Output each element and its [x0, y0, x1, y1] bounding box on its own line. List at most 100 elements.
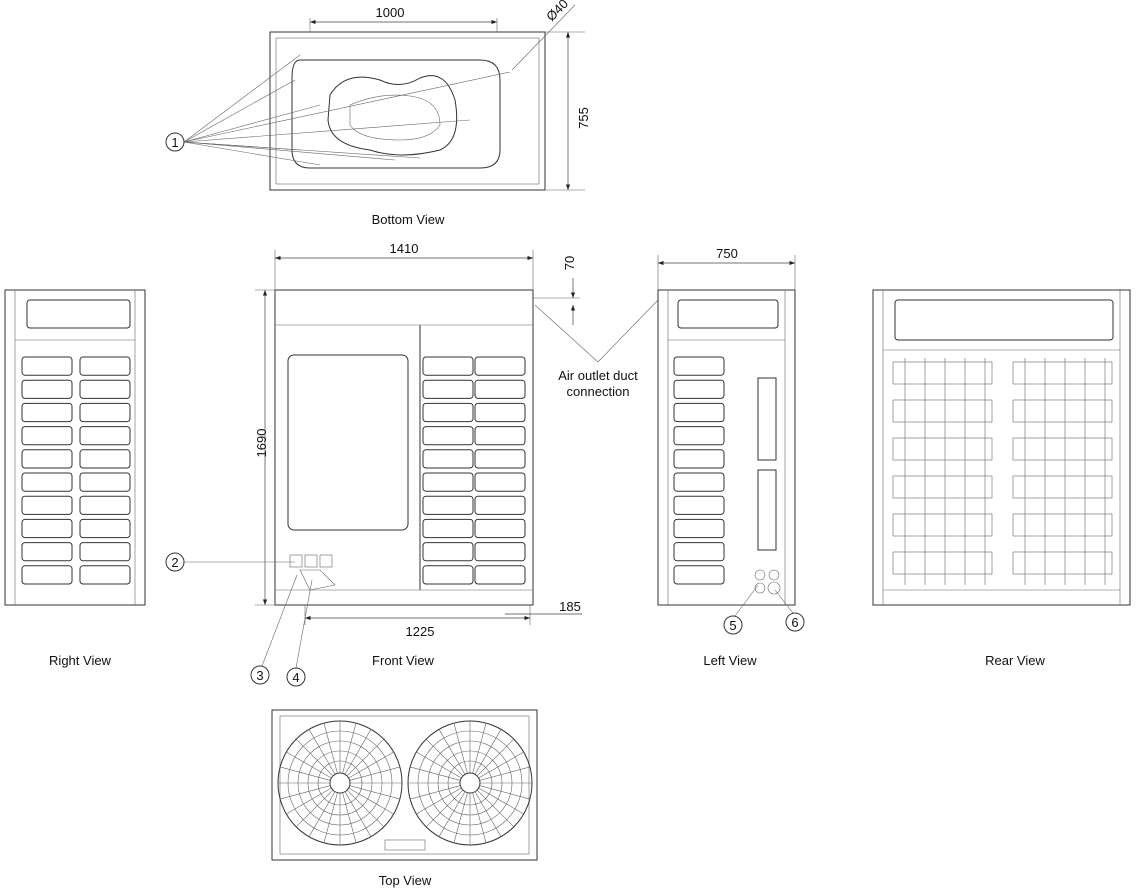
label-top-view: Top View — [379, 873, 432, 888]
fan-guard-spoke — [474, 729, 502, 775]
grille-slat — [21, 426, 73, 446]
guard-bar — [892, 513, 993, 537]
fan-guard-spoke — [342, 792, 357, 843]
grille-slat — [474, 565, 526, 585]
grille-slat — [474, 518, 526, 539]
grille-slat — [474, 379, 526, 399]
fan-guard-spoke — [295, 738, 334, 777]
grille-slat — [422, 472, 474, 492]
dim-base-span: 1225 — [406, 624, 435, 639]
annotation-duct-line2: connection — [567, 384, 630, 399]
fan-guard-spoke — [438, 729, 466, 775]
front-view: 1410 1690 70 Air outlet duct connection … — [165, 241, 659, 687]
callout-6: 6 — [791, 615, 798, 630]
fan-guard-spoke — [308, 729, 336, 775]
grille-slat — [21, 379, 73, 399]
fan-guard-spoke — [479, 766, 530, 781]
fan-guard-spoke — [476, 789, 515, 828]
leader-line — [183, 71, 511, 143]
grille-slat — [422, 565, 474, 585]
dim-bottom-width: 1000 — [376, 5, 405, 20]
grille-slat — [673, 449, 725, 469]
fan-guard-spoke — [474, 791, 502, 837]
callout-2: 2 — [171, 555, 178, 570]
grille-slat — [79, 495, 131, 515]
dim-hole-diameter: Ø40 — [543, 0, 571, 24]
fan-guard-spoke — [476, 738, 515, 777]
grille-slat — [21, 449, 73, 469]
leader-line — [183, 104, 321, 143]
grille-slat — [474, 402, 526, 423]
grille-slat — [673, 565, 725, 585]
dim-side-depth: 750 — [716, 246, 738, 261]
fan-guard-spoke — [349, 785, 400, 800]
fan-guard-spoke — [438, 791, 466, 837]
label-bottom-view: Bottom View — [372, 212, 445, 227]
fan-guard-spoke — [472, 723, 487, 774]
fan-guard-spoke — [280, 785, 331, 800]
grille-slat — [474, 356, 526, 376]
left-view: 750 5 6 Left View — [657, 246, 805, 668]
grille-slat — [422, 356, 474, 376]
dim-duct-offset: 70 — [562, 256, 577, 270]
fan-guard-spoke — [342, 723, 357, 774]
grille-slat — [673, 518, 725, 539]
guard-bar — [892, 361, 993, 385]
grille-slat — [422, 518, 474, 539]
grille-slat — [21, 542, 73, 562]
leader-line — [183, 141, 421, 159]
grille-slat — [673, 542, 725, 562]
grille-slat — [79, 518, 131, 539]
fan-guard-spoke — [344, 791, 372, 837]
grille-slat — [474, 426, 526, 446]
guard-bar — [1012, 361, 1113, 385]
fan-guard-spoke — [323, 792, 338, 843]
grille-slat — [422, 402, 474, 423]
grille-slat — [673, 472, 725, 492]
fan-guard-spoke — [478, 787, 524, 815]
fan-guard-spoke — [410, 785, 461, 800]
fan-guard-spoke — [348, 751, 394, 779]
grille-slat — [422, 542, 474, 562]
fan-guard-spoke — [478, 751, 524, 779]
fan-guard-spoke — [346, 738, 385, 777]
callout-4: 4 — [292, 670, 299, 685]
dim-front-height: 1690 — [254, 429, 269, 458]
fan-guard-spoke — [453, 792, 468, 843]
grille-slat — [21, 472, 73, 492]
grille-slat — [79, 402, 131, 423]
fan-guard-spoke — [425, 789, 464, 828]
dim-front-width: 1410 — [390, 241, 419, 256]
grille-slat — [79, 542, 131, 562]
fan-guard-spoke — [295, 789, 334, 828]
annotation-duct-line1: Air outlet duct — [558, 368, 638, 383]
fan-guard-spoke — [286, 787, 332, 815]
grille-slat — [474, 449, 526, 469]
leader-line — [183, 54, 301, 143]
guard-bar — [1012, 437, 1113, 461]
fan-hub — [329, 772, 351, 794]
fan-guard-spoke — [416, 787, 462, 815]
grille-slat — [673, 379, 725, 399]
label-right-view: Right View — [49, 653, 112, 668]
grille-slat — [21, 565, 73, 585]
guard-bar — [1012, 513, 1113, 537]
grille-slat — [79, 565, 131, 585]
grille-slat — [79, 356, 131, 376]
guard-bar — [892, 551, 993, 575]
bottom-view: 1000 Ø40 755 1 Bottom View — [165, 0, 591, 227]
grille-slat — [79, 426, 131, 446]
guard-bar — [892, 437, 993, 461]
dim-bottom-depth: 755 — [576, 107, 591, 129]
label-front-view: Front View — [372, 653, 435, 668]
grille-slat — [474, 542, 526, 562]
fan-guard-spoke — [323, 723, 338, 774]
fan-guard-spoke — [410, 766, 461, 781]
fan-guard-spoke — [349, 766, 400, 781]
grille-slat — [79, 379, 131, 399]
fan-guard-spoke — [280, 766, 331, 781]
right-view: Right View — [4, 289, 146, 668]
label-left-view: Left View — [703, 653, 757, 668]
leader-line — [183, 141, 321, 166]
